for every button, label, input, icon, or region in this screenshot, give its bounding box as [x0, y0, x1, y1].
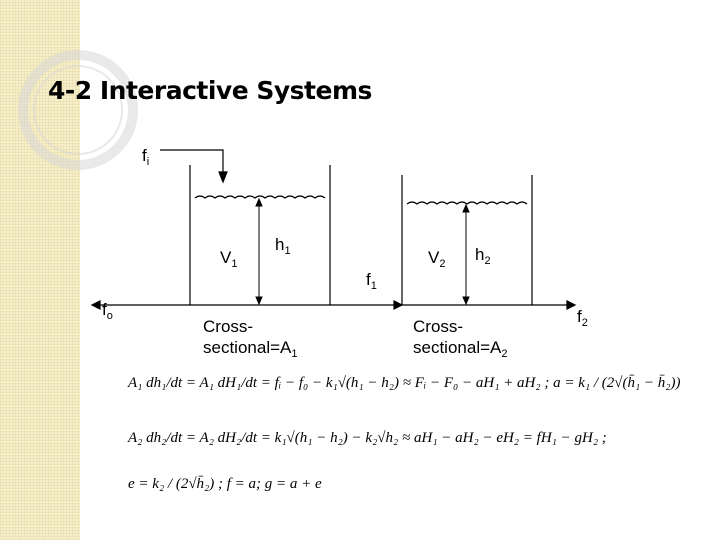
- label-f1: f1: [366, 270, 377, 292]
- label-h1: h1: [275, 235, 291, 257]
- label-v1: V1: [220, 248, 238, 270]
- tank-1: [189, 165, 331, 306]
- label-fi: fi: [142, 146, 150, 168]
- label-cross-section-2: Cross- sectional=A2: [413, 317, 508, 360]
- flow-f1-arrow: [330, 300, 404, 310]
- label-h2: h2: [475, 245, 491, 267]
- h1-dimension-arrow: [255, 197, 263, 306]
- label-f2: f2: [577, 307, 588, 329]
- tank-1-walls: [189, 165, 331, 306]
- equation-parameters: e = k₂ / (2√h̄₂) ; f = a; g = a + e: [128, 476, 322, 492]
- equation-tank-2: A₂ dh₂/dt = A₂ dH₂/dt = k₁√(h₁ − h₂) − k…: [128, 430, 607, 446]
- outflow-fo-arrow: [90, 300, 190, 310]
- tank-2: [401, 175, 533, 306]
- label-v2: V2: [428, 248, 446, 270]
- inflow-arrow: [160, 149, 228, 184]
- h2-dimension-arrow: [462, 203, 470, 306]
- tank-2-walls: [401, 175, 533, 306]
- decorative-ring-inner: [33, 65, 123, 155]
- tank-2-liquid-surface: [406, 201, 528, 205]
- label-fo: fo: [102, 300, 113, 322]
- label-cross-section-1: Cross- sectional=A1: [203, 317, 298, 360]
- decorative-ring: [18, 50, 138, 170]
- tank-1-liquid-surface: [194, 195, 326, 199]
- slide-title: 4-2 Interactive Systems: [48, 76, 372, 105]
- equation-tank-1: A₁ dh₁/dt = A₁ dH₁/dt = fᵢ − f₀ − k₁√(h₁…: [128, 375, 681, 391]
- outflow-f2-arrow: [532, 300, 577, 310]
